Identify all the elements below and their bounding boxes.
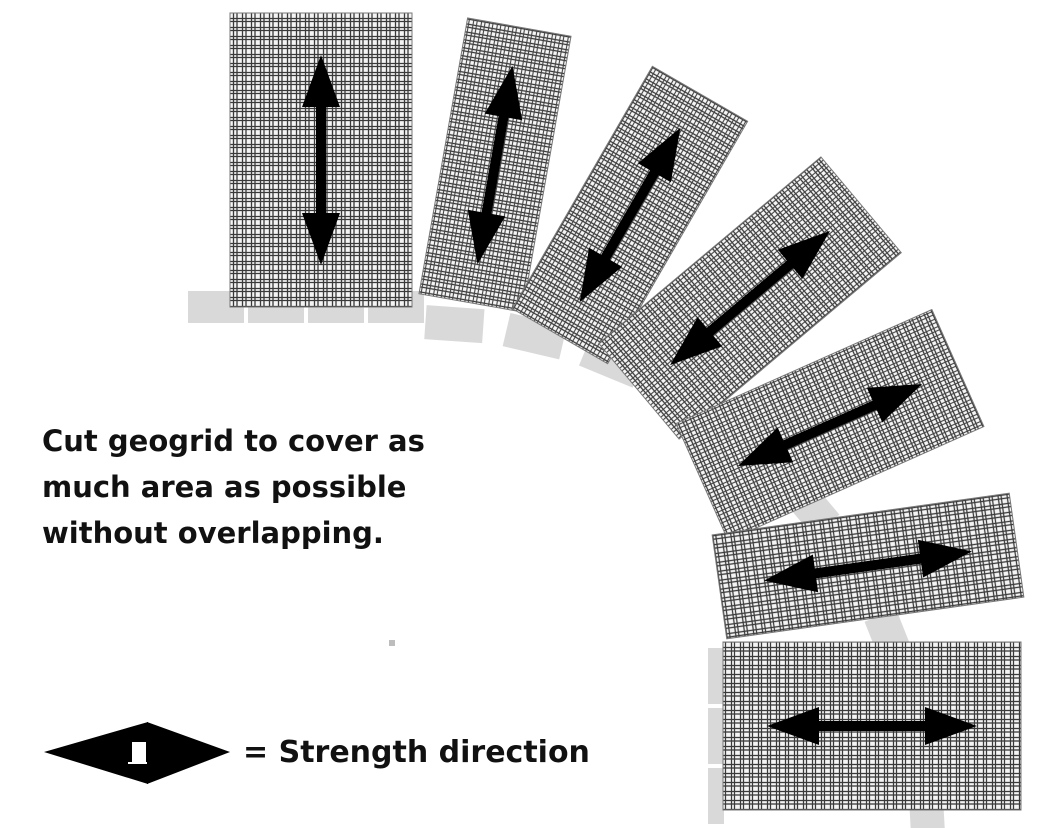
geogrid-panels (229, 12, 1025, 811)
wall-block (708, 708, 724, 764)
geogrid-panel (418, 17, 572, 313)
double-headed-arrow-icon (44, 722, 230, 784)
legend-label: = Strength direction (243, 735, 590, 770)
strength-arrow (302, 55, 340, 265)
strength-arrow (670, 230, 830, 366)
strength-arrow (467, 65, 523, 265)
instruction-caption: Cut geogrid to cover as much area as pos… (42, 424, 425, 550)
strength-arrow (737, 384, 923, 466)
strength-arrow (767, 707, 977, 745)
wall-block (424, 305, 485, 344)
geogrid-panel (711, 492, 1025, 640)
geogrid-panel (722, 641, 1022, 811)
strength-arrow (579, 127, 681, 303)
strength-arrow (764, 539, 972, 593)
geogrid-panel (229, 12, 413, 308)
wall-block (708, 648, 724, 704)
stray-mark (389, 640, 395, 646)
wall-block (708, 768, 724, 824)
geogrid-panel (675, 308, 985, 542)
geogrid-panel (598, 156, 902, 440)
geogrid-panel (511, 65, 749, 365)
